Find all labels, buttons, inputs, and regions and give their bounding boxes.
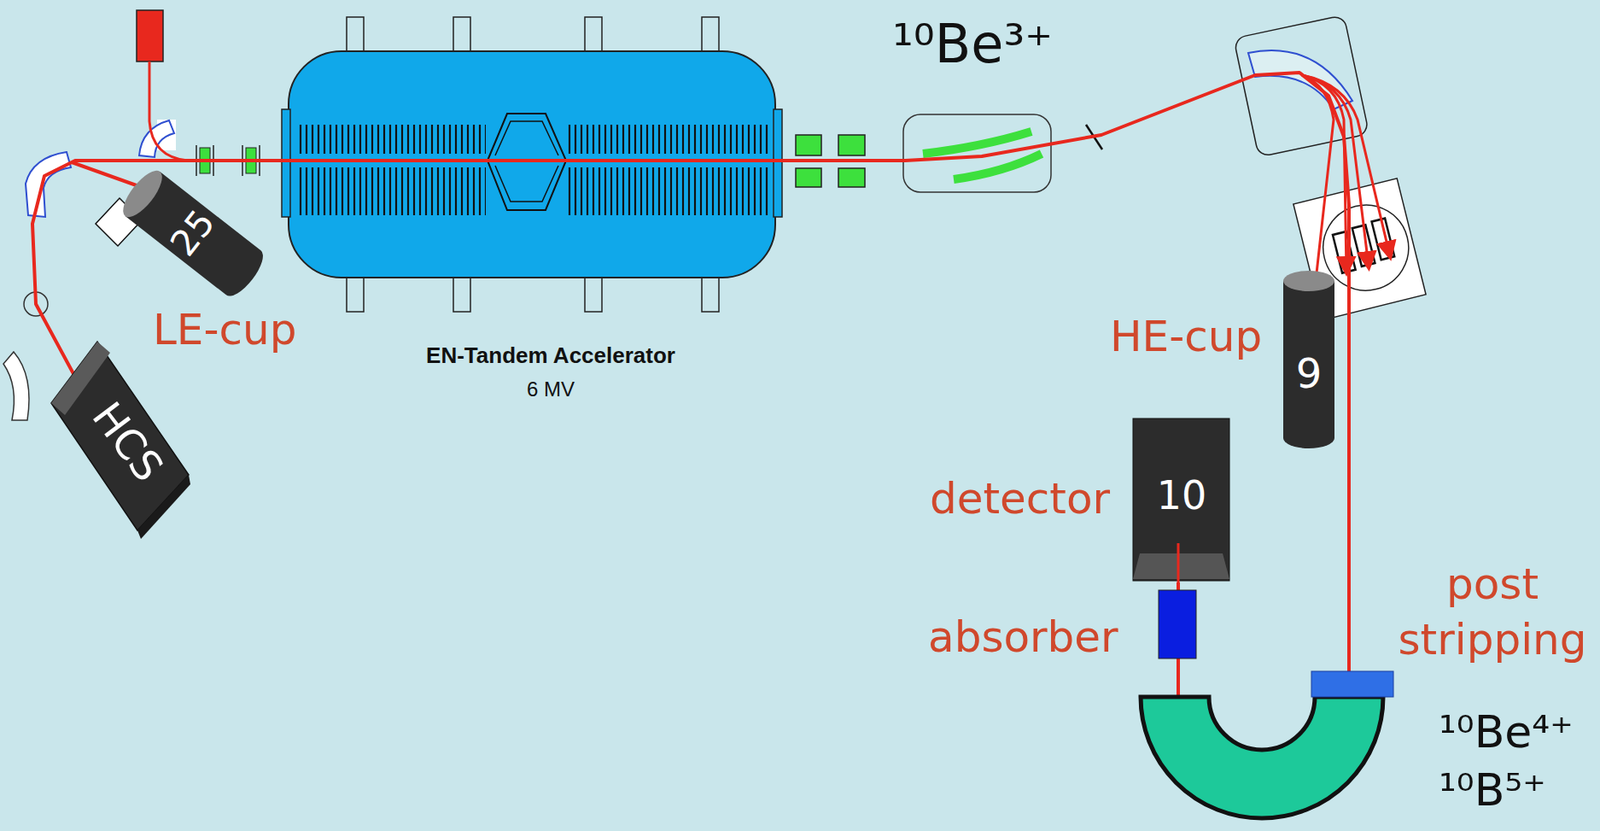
beam-optics-left [3,10,260,421]
ion-beam-line [32,72,1349,752]
callout-number: 10 [1156,475,1208,515]
part-label: LE-cup [152,305,297,356]
absorber-block [1158,589,1197,659]
machine-name: EN-Tandem Accelerator [426,343,676,369]
callout-number: 9 [1296,352,1323,394]
ion-source-box: HCS [46,337,193,536]
high-energy-optics [795,15,1426,321]
faraday-cup-cylinder: 9 [1278,268,1339,453]
part-label: detector [929,474,1110,525]
stripper-foil [1311,671,1394,697]
part-label: HE-cup [1109,312,1262,363]
ion-label: ¹⁰Be³⁺ [892,13,1053,75]
voltage-label: 6 MV [526,377,575,402]
ion-label: ¹⁰Be⁴⁺ [1438,706,1574,759]
detector-box: 10 [1132,418,1232,583]
tandem-accelerator [281,17,783,312]
faraday-cup-cylinder: 25 [115,170,278,295]
ion-label: ¹⁰B⁵⁺ [1438,764,1547,817]
part-label: post stripping [1391,556,1594,668]
analysing-magnet [1140,696,1384,818]
part-label: absorber [928,613,1119,663]
